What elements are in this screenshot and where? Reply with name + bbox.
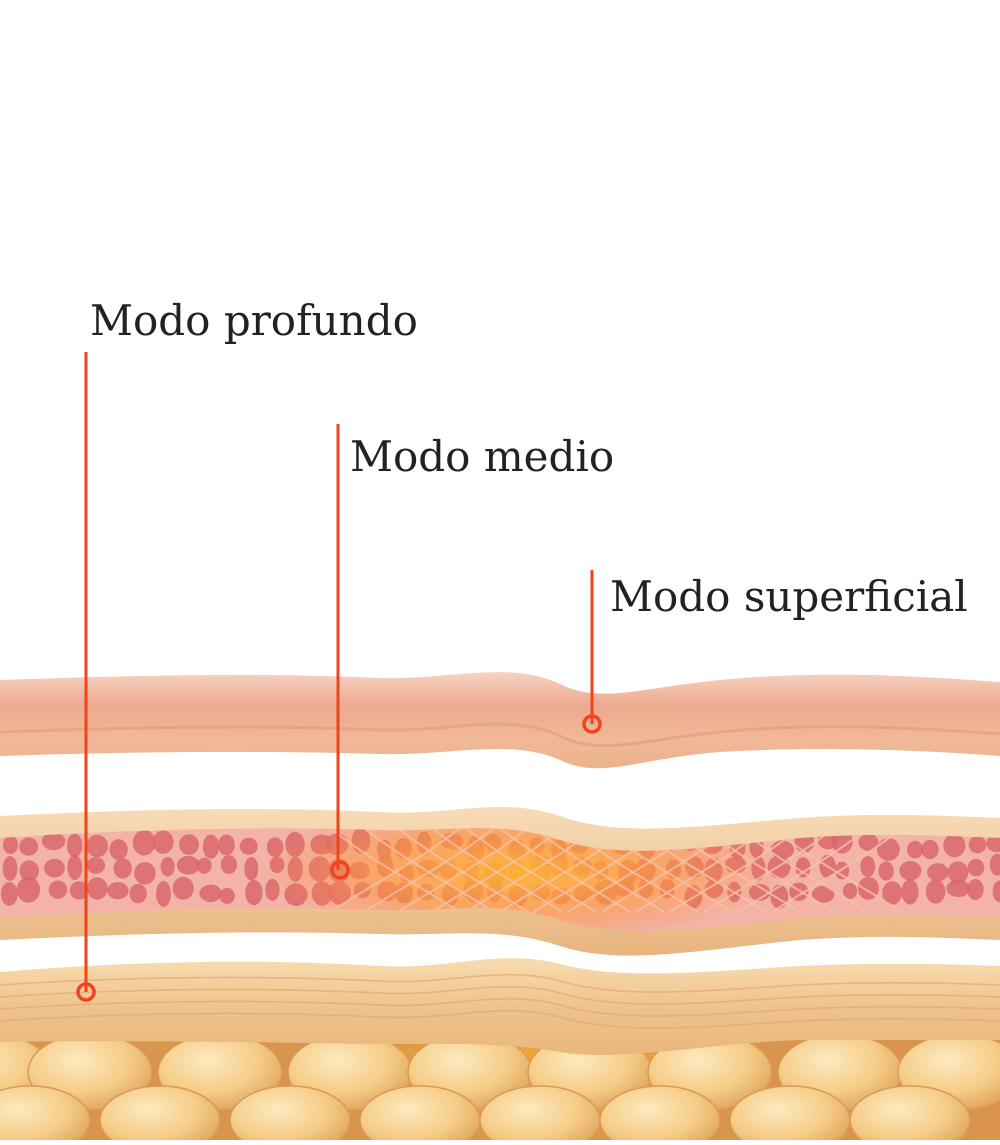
dermis-cell: [927, 863, 949, 882]
fat-cell: [99, 1085, 221, 1145]
dermis-cell: [41, 832, 66, 851]
smas-fiber: [0, 973, 1000, 993]
smas-fiber: [0, 997, 1000, 1017]
label-superficial-mode: Modo superficial: [610, 572, 968, 621]
smas-fibers: [0, 973, 1000, 1029]
dermis-cell: [67, 854, 83, 881]
label-medium-mode: Modo medio: [350, 432, 615, 481]
dermis-cell: [199, 884, 222, 903]
dermis-cell: [770, 884, 789, 909]
dermis-cell: [966, 879, 984, 900]
collagen-fiber: [431, 828, 563, 913]
fat-cell: [849, 1085, 971, 1145]
dermis-cell: [44, 858, 65, 878]
dermis-cell: [795, 857, 811, 878]
dermis-cell: [901, 879, 919, 905]
marker-superficial: [582, 714, 602, 734]
dermis-cell: [86, 834, 109, 858]
dermis-cell: [811, 885, 835, 903]
dermis-cell: [921, 839, 939, 860]
dermis-cell: [943, 833, 966, 858]
dermis-cell: [0, 881, 18, 906]
dermis-cell: [48, 880, 68, 899]
fat-cell: [0, 1085, 91, 1145]
dermis-cell: [877, 838, 900, 861]
dermis-cell: [160, 856, 175, 877]
dermis-cell: [219, 887, 235, 904]
dermis-cell: [986, 834, 1000, 853]
dermis-cell: [152, 830, 174, 854]
smas-layer: [0, 958, 1000, 1055]
fat-cells: [0, 1033, 1000, 1145]
dermis-cell: [172, 876, 194, 900]
collagen-fiber: [737, 828, 869, 913]
dermis-cell: [202, 834, 220, 859]
collagen-fiber: [771, 828, 903, 913]
dermis-cell: [858, 833, 879, 851]
dermis-cell: [860, 856, 876, 878]
collagen-fiber: [363, 828, 495, 913]
dermis-cell: [107, 881, 129, 900]
dermis-cell: [2, 835, 19, 855]
collagen-fiber: [499, 828, 631, 913]
dermis-cell: [244, 856, 259, 881]
dermis-cell: [2, 856, 18, 881]
dermis-cell: [218, 834, 235, 856]
fat-cell: [599, 1085, 721, 1145]
dermis-cell: [967, 858, 985, 877]
dermis-cell: [968, 835, 987, 854]
label-deep-mode: Modo profundo: [90, 296, 418, 345]
dermis-cell: [69, 881, 89, 900]
dermis-cell: [899, 861, 922, 881]
dermis-cell: [86, 856, 106, 874]
dermis-cell: [134, 862, 156, 885]
dermis-cell: [947, 861, 969, 884]
dermis-cell: [245, 879, 263, 906]
smas-fiber: [0, 985, 1000, 1005]
fat-cell: [229, 1085, 351, 1145]
dermis-cell: [179, 834, 199, 855]
epidermis-seam: [0, 722, 1000, 748]
marker-deep: [76, 982, 96, 1002]
collagen-fiber: [329, 828, 461, 913]
dermis-cell: [878, 861, 894, 881]
collagen-fiber: [465, 828, 597, 913]
dermis-cell: [113, 858, 132, 879]
dermis-cell: [989, 853, 1000, 876]
dermis-cell: [992, 880, 1000, 903]
epidermis-layer: [0, 672, 1000, 769]
dermis-cell: [129, 883, 147, 904]
collagen-fiber: [397, 828, 529, 913]
dermis-cell: [946, 879, 971, 898]
dermis-cell: [109, 839, 128, 861]
dermis-cell: [132, 829, 156, 856]
dermis-cell: [834, 861, 850, 880]
dermis-cell: [156, 880, 171, 907]
smas-fiber: [0, 1009, 1000, 1029]
dermis-cell: [66, 833, 83, 858]
dermis-cell: [19, 837, 39, 856]
dermis-cell: [16, 876, 41, 903]
dermis-cell: [907, 840, 924, 859]
dermis-cell: [176, 855, 200, 875]
dermis-cell: [925, 879, 946, 904]
dermis-cell: [196, 857, 212, 874]
collagen-fiber: [533, 828, 665, 913]
collagen-fiber: [703, 828, 835, 913]
dermis-cell: [19, 860, 40, 882]
dermis-cell: [239, 837, 258, 855]
dermis-cell: [86, 877, 108, 900]
marker-medium: [330, 860, 350, 880]
dermis-cell: [842, 882, 858, 900]
dermis-cell: [882, 881, 902, 905]
dermis-cell: [220, 855, 237, 875]
